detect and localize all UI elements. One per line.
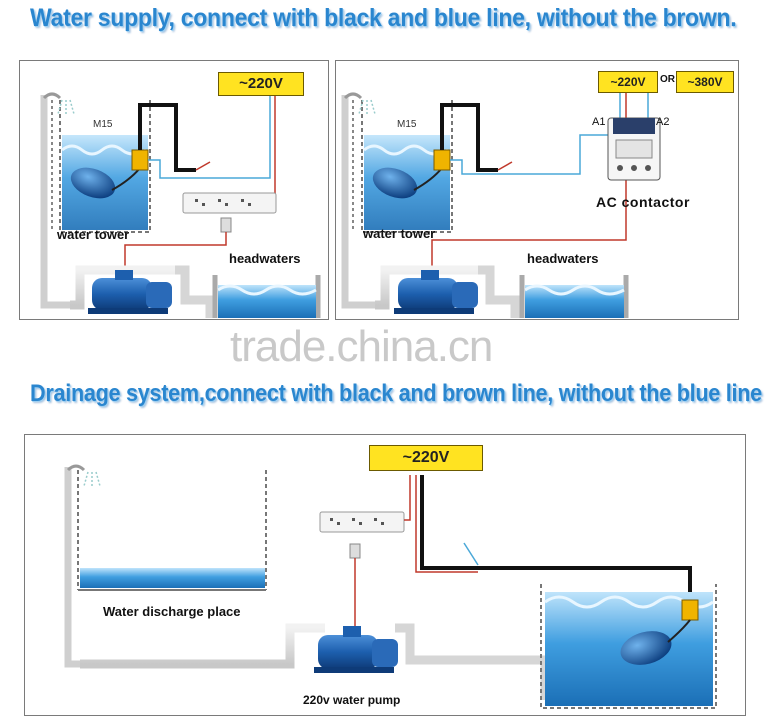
voltage-label-bottom: ~220V <box>369 445 483 471</box>
power-socket <box>183 193 276 213</box>
voltage-label-left: ~220V <box>218 72 304 96</box>
water-tower-label-left: water tower <box>57 227 129 242</box>
pump-plug <box>221 218 231 232</box>
panel-left-drawing <box>44 94 318 318</box>
ac-contactor <box>608 118 660 180</box>
float-switch-box <box>434 150 450 170</box>
discharge-water <box>80 568 265 588</box>
headwaters-label-left: headwaters <box>229 251 301 266</box>
drainage-pump <box>314 626 398 673</box>
spray-icon <box>345 94 375 114</box>
ac-contactor-label: AC contactor <box>596 194 690 210</box>
water-tower-label-right: water tower <box>363 226 435 241</box>
float-switch-box <box>682 600 698 620</box>
water-pump-left <box>88 270 172 314</box>
water-pump-right <box>394 270 478 314</box>
headwaters-label-right: headwaters <box>527 251 599 266</box>
voltage-label-380: ~380V <box>676 71 734 93</box>
model-label-left: M15 <box>93 119 112 130</box>
voltage-label-220: ~220V <box>598 71 658 93</box>
pump-plug-bottom <box>350 544 360 558</box>
pump-label: 220v water pump <box>303 693 400 707</box>
spray-icon <box>68 466 100 486</box>
float-switch-box <box>132 150 148 170</box>
watermark: trade.china.cn <box>230 322 492 372</box>
drainage-drawing <box>68 466 716 708</box>
a2-terminal-label: A2 <box>656 116 669 128</box>
model-label-right: M15 <box>397 119 416 130</box>
discharge-label: Water discharge place <box>103 604 241 619</box>
or-label: OR <box>660 74 675 85</box>
a1-terminal-label: A1 <box>592 116 605 128</box>
